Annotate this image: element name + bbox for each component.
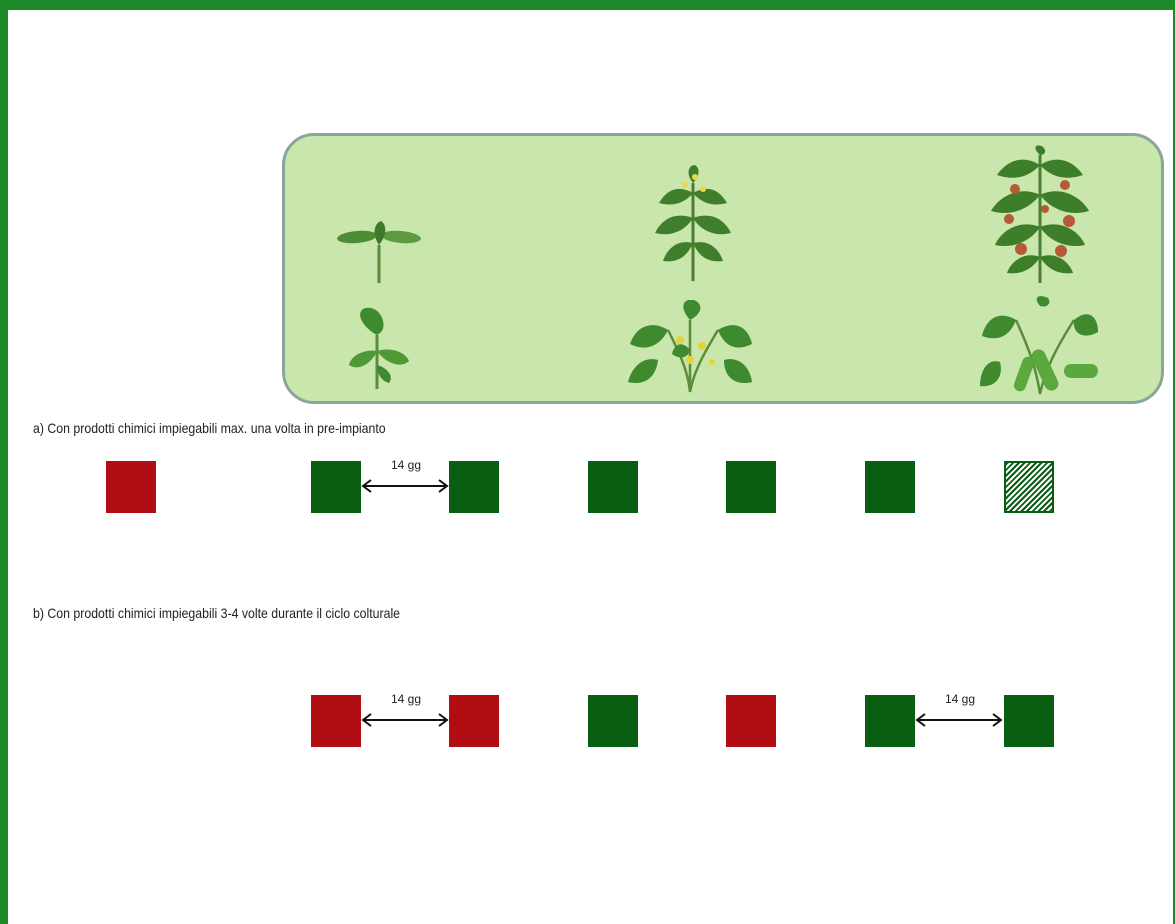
interval-arrow-b2: 14 gg (915, 692, 1005, 727)
tomato-seedling-icon (337, 221, 421, 283)
interval-arrow-a: 14 gg (361, 458, 451, 493)
tomato-fruiting-icon (991, 145, 1089, 283)
treatment-square-a5 (726, 461, 776, 513)
interval-label: 14 gg (944, 692, 976, 706)
interval-arrow-b1: 14 gg (361, 692, 451, 727)
treatment-square-a6 (865, 461, 915, 513)
double-arrow-icon (361, 479, 449, 493)
zucchini-fruiting-icon (980, 296, 1098, 395)
treatment-square-a1 (106, 461, 156, 513)
section-a-caption: a) Con prodotti chimici impiegabili max.… (33, 420, 386, 436)
interval-label: 14 gg (390, 692, 422, 706)
treatment-square-a4 (588, 461, 638, 513)
treatment-square-b6 (1004, 695, 1054, 747)
treatment-square-b1 (311, 695, 361, 747)
section-b-caption: b) Con prodotti chimici impiegabili 3-4 … (33, 605, 401, 621)
treatment-square-b3 (588, 695, 638, 747)
treatment-square-a3 (449, 461, 499, 513)
treatment-square-a7-hatched (1004, 461, 1054, 513)
interval-label: 14 gg (390, 458, 422, 472)
treatment-square-b5 (865, 695, 915, 747)
zucchini-seedling-icon (349, 307, 409, 389)
tomato-flowering-icon (655, 165, 731, 281)
zucchini-flowering-icon (628, 300, 752, 393)
double-arrow-icon (361, 713, 449, 727)
treatment-square-a2 (311, 461, 361, 513)
treatment-square-b4 (726, 695, 776, 747)
double-arrow-icon (915, 713, 1003, 727)
treatment-square-b2 (449, 695, 499, 747)
